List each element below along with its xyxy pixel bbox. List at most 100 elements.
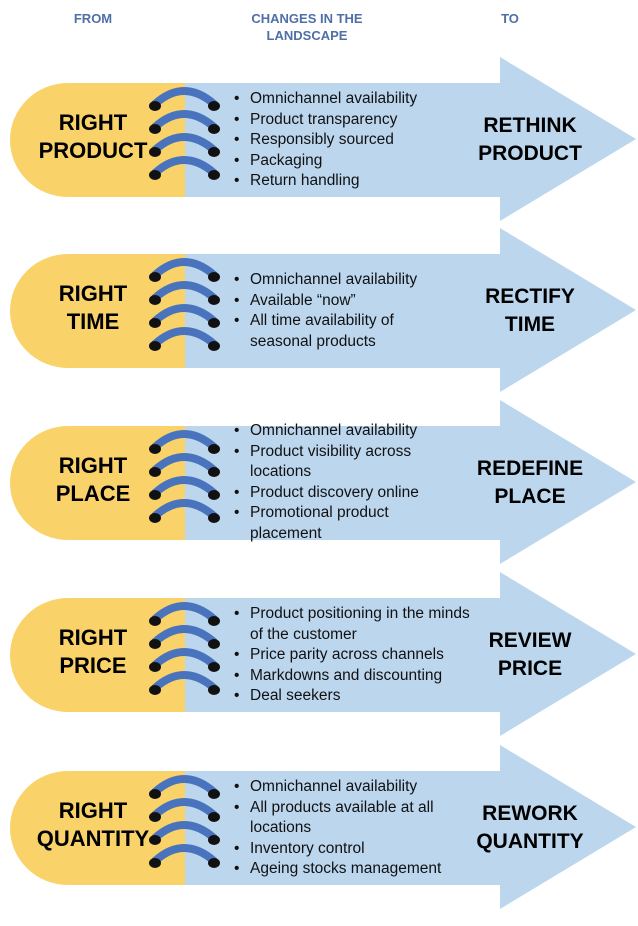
connector-dot [149, 341, 161, 351]
connector-dot [208, 341, 220, 351]
from-label-line: PLACE [55, 481, 131, 506]
connector-dot [208, 513, 220, 523]
connector-link [151, 133, 218, 154]
connector-dot [208, 685, 220, 695]
change-item: Product discovery online [230, 483, 455, 504]
change-item: Product transparency [230, 110, 450, 131]
connector-link [151, 602, 218, 623]
change-item: Responsibly sourced [230, 130, 450, 151]
change-item: Deal seekers [230, 686, 475, 707]
connector-link [151, 476, 218, 497]
connector-dot [208, 639, 220, 649]
connector-link [151, 304, 218, 325]
change-item: Omnichannel availability [230, 270, 445, 291]
header-from: FROM [73, 11, 113, 26]
connector-link [151, 281, 218, 302]
to-label-line: PLACE [494, 485, 566, 508]
to-label-line: RETHINK [483, 114, 577, 137]
from-label-line: PRICE [59, 653, 127, 678]
to-label-line: REDEFINE [476, 457, 584, 480]
changes-list: Omnichannel availabilityAll products ava… [230, 777, 475, 880]
change-item: Product positioning in the minds of the … [230, 604, 475, 645]
connector-dot [208, 170, 220, 180]
from-shape [10, 771, 185, 885]
connector-dot [149, 318, 161, 328]
changes-list: Omnichannel availabilityProduct visibili… [230, 421, 455, 545]
to-label: REDEFINE PLACE [465, 455, 595, 511]
change-item: Markdowns and discounting [230, 666, 475, 687]
connector-link [151, 258, 218, 279]
change-item: Omnichannel availability [230, 89, 450, 110]
connector-dot [208, 812, 220, 822]
from-label-line: RIGHT [58, 281, 128, 306]
change-item: Inventory control [230, 839, 475, 860]
change-item: Packaging [230, 151, 450, 172]
connector-dot [208, 467, 220, 477]
from-shape [10, 426, 185, 540]
connector-link [151, 87, 218, 108]
from-label-line: RIGHT [58, 798, 128, 823]
to-label-line: PRODUCT [478, 142, 582, 165]
from-shape [10, 598, 185, 712]
connector-dot [208, 490, 220, 500]
from-label: RIGHT TIME [18, 280, 168, 336]
connector-dot [208, 662, 220, 672]
connector-dot [149, 467, 161, 477]
connector-link [151, 625, 218, 646]
from-label: RIGHT PLACE [18, 452, 168, 508]
changes-list: Product positioning in the minds of the … [230, 604, 475, 707]
connector-dot [149, 124, 161, 134]
connector-link [151, 648, 218, 669]
connector-dot [149, 858, 161, 868]
connector-link [151, 453, 218, 474]
stage-row: RIGHT PRICE Product positioning in the min… [0, 572, 638, 742]
from-shape [10, 83, 185, 197]
connector-dot [208, 616, 220, 626]
to-label-line: RECTIFY [485, 285, 575, 308]
connector-dot [208, 124, 220, 134]
connector-dot [149, 513, 161, 523]
connector-dot [149, 444, 161, 454]
connector-dot [149, 272, 161, 282]
from-shape [10, 254, 185, 368]
change-item: Product visibility across locations [230, 442, 455, 483]
stage-row: RIGHTPRODUCTOmnichannel availabilityProd… [0, 57, 638, 227]
connector-dot [208, 444, 220, 454]
connector-dot [208, 858, 220, 868]
from-label-line: RIGHT [58, 110, 128, 135]
connector-dot [149, 170, 161, 180]
stage-row: RIGHT PLACE Omnichannel availabilityProduc… [0, 400, 638, 570]
to-label-line: QUANTITY [476, 830, 584, 853]
connector-dot [208, 789, 220, 799]
connector-dot [149, 490, 161, 500]
connector-dot [149, 662, 161, 672]
change-item: Available “now” [230, 291, 445, 312]
change-item: Return handling [230, 171, 450, 192]
connector-dot [149, 789, 161, 799]
from-label-line: RIGHT [58, 453, 128, 478]
from-label-line: TIME [66, 309, 120, 334]
connector-dot [149, 835, 161, 845]
from-label: RIGHT PRICE [18, 624, 168, 680]
stage-row: RIGHT QUANTITYOmnichannel availabilityAll… [0, 745, 638, 915]
from-label-line: RIGHT [58, 625, 128, 650]
connector-dot [149, 101, 161, 111]
connector-dot [149, 147, 161, 157]
connector-dot [208, 272, 220, 282]
stage-row: RIGHT TIME Omnichannel availabilityAvailab… [0, 228, 638, 398]
change-item: Ageing stocks management [230, 859, 475, 880]
connector-dot [149, 295, 161, 305]
connector-link [151, 156, 218, 177]
connector-link [151, 499, 218, 520]
change-item: Price parity across channels [230, 645, 475, 666]
connector-link [151, 775, 218, 796]
changes-list: Omnichannel availabilityProduct transpar… [230, 89, 450, 192]
connector-link [151, 798, 218, 819]
connector-link [151, 821, 218, 842]
to-label-line: PRICE [497, 657, 563, 680]
change-item: All products available at all locations [230, 798, 475, 839]
connector-link [151, 327, 218, 348]
